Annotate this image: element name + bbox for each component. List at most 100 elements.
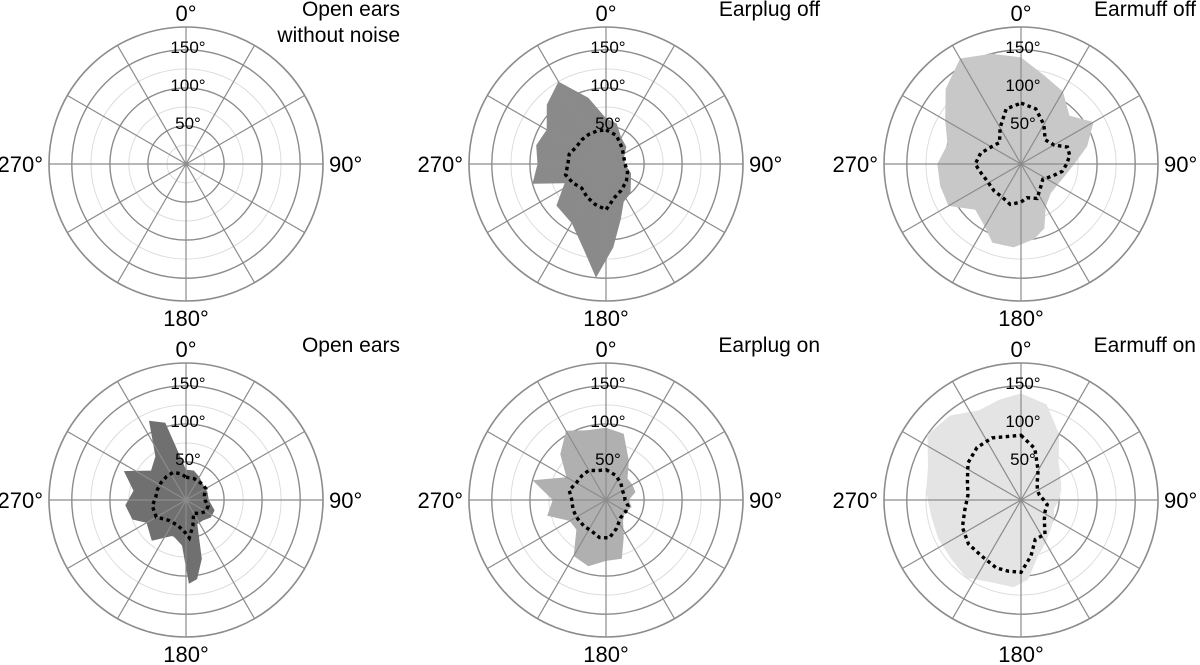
r-tick-label: 50°	[175, 114, 201, 133]
polar-panel-1: 50°100°150°0°90°180°270°Open earswithout…	[0, 0, 400, 331]
angle-spoke	[536, 381, 607, 501]
angle-label-0: 0°	[595, 337, 616, 362]
angle-spoke	[951, 45, 1022, 165]
range-area	[532, 427, 636, 567]
mean-line	[960, 433, 1050, 575]
angle-label-180: 180°	[583, 642, 629, 665]
angle-spoke	[185, 94, 305, 165]
mean-line	[567, 467, 630, 540]
outer-boundary-circle	[468, 26, 744, 302]
r-tick-label: 150°	[1005, 38, 1040, 57]
r-tick-label: 50°	[595, 450, 621, 469]
angle-spoke	[1020, 94, 1140, 165]
r-tick-label: 50°	[1010, 450, 1036, 469]
panel-title: without noise	[276, 24, 400, 47]
r-tick-label: 150°	[590, 374, 625, 393]
angle-spoke	[605, 499, 676, 619]
angle-spoke	[185, 45, 256, 165]
r-tick-label: 150°	[170, 38, 205, 57]
angle-label-0: 0°	[1010, 337, 1031, 362]
r-tick-label: 150°	[1005, 374, 1040, 393]
mean-line	[150, 470, 210, 542]
panel-title: Earplug off	[719, 0, 820, 21]
mean-line	[973, 101, 1072, 207]
angle-spoke	[487, 94, 607, 165]
angle-spoke	[67, 499, 187, 570]
panel-title: Open ears	[302, 0, 400, 21]
angle-spoke	[536, 499, 607, 619]
angle-spoke	[67, 163, 187, 234]
panel-title: Earplug on	[718, 334, 820, 357]
angle-label-180: 180°	[583, 306, 629, 331]
polar-panel-5: 50° 100° 150° 0° 90° 180° 270° Earplug on	[417, 334, 820, 665]
angle-label-270: 270°	[417, 488, 463, 513]
angle-label-90: 90°	[749, 152, 782, 177]
r-tick-label: 100°	[1005, 76, 1040, 95]
angle-label-180: 180°	[163, 642, 209, 665]
angle-spoke	[487, 163, 607, 234]
angle-spoke	[185, 381, 256, 501]
angle-label-90: 90°	[1164, 152, 1197, 177]
angle-spoke	[536, 45, 607, 165]
angle-spoke	[1020, 45, 1091, 165]
panel-title: Open ears	[302, 334, 400, 357]
angle-label-0: 0°	[175, 1, 196, 26]
angle-label-270: 270°	[832, 488, 878, 513]
angle-label-270: 270°	[832, 152, 878, 177]
angle-spoke	[605, 45, 676, 165]
angle-label-90: 90°	[749, 488, 782, 513]
angle-spoke	[902, 430, 1022, 501]
r-tick-label: 50°	[595, 114, 621, 133]
angle-spoke	[605, 430, 725, 501]
range-area	[532, 81, 631, 278]
angle-spoke	[902, 94, 1022, 165]
angle-spoke	[605, 163, 725, 234]
angle-spoke	[116, 45, 187, 165]
outer-boundary-circle	[468, 362, 744, 638]
range-area	[123, 420, 215, 584]
angle-spoke	[1020, 499, 1140, 570]
angle-spoke	[67, 94, 187, 165]
angle-spoke	[1020, 499, 1091, 619]
angle-spoke	[116, 381, 187, 501]
angle-spoke	[605, 163, 676, 283]
angle-label-180: 180°	[998, 642, 1044, 665]
angle-spoke	[185, 499, 256, 619]
angle-label-90: 90°	[1164, 488, 1197, 513]
r-tick-label: 50°	[175, 450, 201, 469]
polar-panel-3: 50° 100° 150° 0° 90° 180° 270° Earmuff off	[832, 0, 1197, 331]
angle-label-0: 0°	[595, 1, 616, 26]
outer-boundary-circle	[883, 26, 1159, 302]
angle-spoke	[951, 499, 1022, 619]
angle-label-0: 0°	[175, 337, 196, 362]
angle-spoke	[116, 499, 187, 619]
range-area	[926, 393, 1062, 588]
r-tick-label: 100°	[590, 412, 625, 431]
outer-boundary-circle	[48, 26, 324, 302]
angle-label-90: 90°	[329, 152, 362, 177]
r-tick-label: 50°	[1010, 114, 1036, 133]
angle-label-180: 180°	[998, 306, 1044, 331]
polar-panel-2: 50°100°150°0°90°180°270°Earplug off	[417, 0, 820, 331]
angle-spoke	[185, 163, 256, 283]
angle-label-0: 0°	[1010, 1, 1031, 26]
panel-title: Earmuff off	[1094, 0, 1196, 21]
angle-label-180: 180°	[163, 306, 209, 331]
angle-spoke	[605, 94, 725, 165]
polar-panel-4: 50°100°150°0°90°180°270°Open ears	[0, 334, 400, 665]
outer-boundary-circle	[883, 362, 1159, 638]
angle-label-90: 90°	[329, 488, 362, 513]
angle-label-270: 270°	[0, 152, 43, 177]
r-tick-label: 100°	[590, 76, 625, 95]
angle-spoke	[67, 430, 187, 501]
angle-spoke	[487, 430, 607, 501]
angle-spoke	[1020, 163, 1091, 283]
angle-spoke	[185, 163, 305, 234]
angle-label-270: 270°	[417, 152, 463, 177]
angle-spoke	[902, 499, 1022, 570]
angle-spoke	[902, 163, 1022, 234]
angle-spoke	[1020, 430, 1140, 501]
r-tick-label: 150°	[170, 374, 205, 393]
